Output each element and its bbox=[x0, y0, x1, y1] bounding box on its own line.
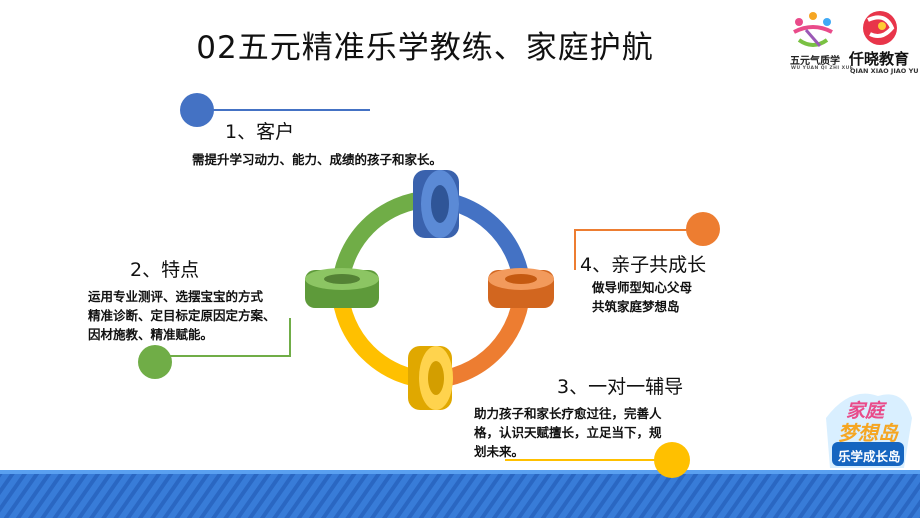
badge-line1: 家庭 bbox=[846, 400, 885, 422]
section-2-line-1: 运用专业测评、选摆宝宝的方式 bbox=[88, 289, 264, 304]
section-2-heading: 2、特点 bbox=[130, 259, 200, 281]
cylinder-blue bbox=[413, 170, 459, 238]
section-2-line-3: 因材施教、精准赋能。 bbox=[88, 327, 214, 342]
qianxiao-logo-icon bbox=[863, 11, 897, 45]
section-3-body: 助力孩子和家长疗愈过往，完善人 格，认识天赋擅长，立足当下，规 划未来。 bbox=[474, 404, 662, 461]
footer-highlight bbox=[0, 470, 920, 474]
footer-band bbox=[0, 470, 920, 518]
section-3-heading: 3、一对一辅导 bbox=[557, 376, 684, 398]
wuyuan-logo-icon bbox=[793, 12, 833, 47]
cylinder-yellow bbox=[408, 346, 453, 410]
section-4-line-1: 做导师型知心父母 bbox=[592, 280, 693, 295]
callout-2 bbox=[138, 318, 291, 379]
section-2-line-2: 精准诊断、定目标定原因定方案、 bbox=[88, 308, 276, 323]
badge-line3: 乐学成长岛 bbox=[838, 449, 901, 464]
section-3-line-2: 格，认识天赋擅长，立足当下，规 bbox=[474, 425, 662, 440]
callout-4 bbox=[574, 212, 720, 270]
section-4-heading: 4、亲子共成长 bbox=[580, 254, 707, 276]
section-3-line-1: 助力孩子和家长疗愈过往，完善人 bbox=[474, 406, 662, 421]
section-1-heading: 1、客户 bbox=[225, 121, 295, 143]
callout-3-dot bbox=[654, 442, 690, 478]
callout-1 bbox=[180, 93, 370, 127]
cylinder-green bbox=[305, 268, 379, 308]
badge-line2: 梦想岛 bbox=[838, 421, 898, 445]
page-title: 02五元精准乐学教练、家庭护航 bbox=[196, 30, 654, 66]
cylinder-orange bbox=[488, 268, 554, 308]
callout-2-dot bbox=[138, 345, 172, 379]
dream-island-badge bbox=[826, 393, 912, 468]
section-4-body: 做导师型知心父母 共筑家庭梦想岛 bbox=[592, 278, 692, 316]
wuyuan-logo-name: 五元气质学 bbox=[790, 56, 840, 67]
qianxiao-logo-name: 仟晓教育 bbox=[849, 50, 910, 68]
section-1-body: 需提升学习动力、能力、成绩的孩子和家长。 bbox=[192, 152, 443, 167]
callout-1-dot bbox=[180, 93, 214, 127]
section-3-line-3: 划未来。 bbox=[474, 444, 525, 459]
wuyuan-logo-pinyin: WU YUAN QI ZHI XUE bbox=[791, 66, 854, 71]
section-4-line-2: 共筑家庭梦想岛 bbox=[592, 299, 680, 314]
qianxiao-logo-pinyin: QIAN XIAO JIAO YU bbox=[850, 67, 919, 75]
callout-3 bbox=[505, 442, 690, 478]
callout-4-dot bbox=[686, 212, 720, 246]
section-2-body: 运用专业测评、选摆宝宝的方式 精准诊断、定目标定原因定方案、 因材施教、精准赋能… bbox=[88, 287, 276, 344]
